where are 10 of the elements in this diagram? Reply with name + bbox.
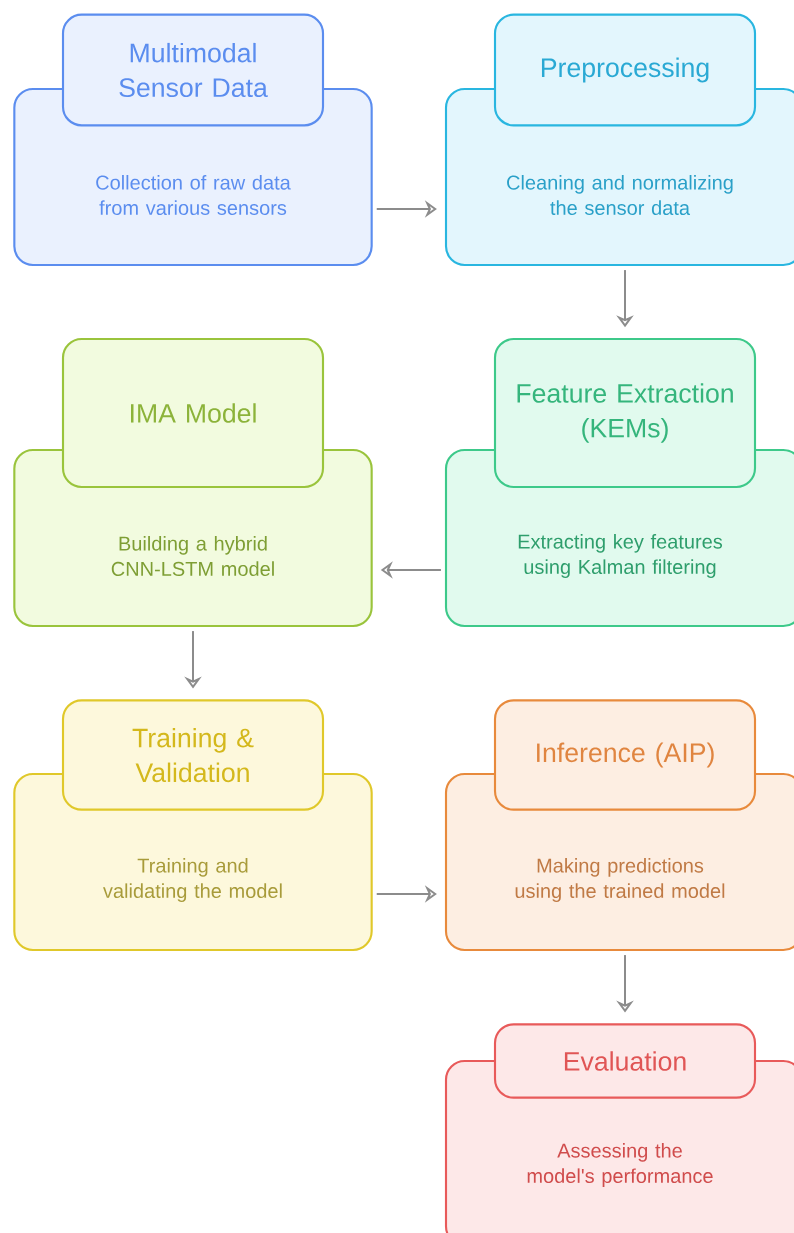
- title-tab: Inference (AIP): [493, 699, 757, 811]
- title-tab: Multimodal Sensor Data: [61, 13, 325, 127]
- title-tab: Training & Validation: [61, 699, 325, 811]
- title-tab: Preprocessing: [493, 13, 757, 127]
- node-label: Cleaning and normalizing the sensor data: [507, 175, 733, 216]
- title-tab: IMA Model: [61, 337, 325, 489]
- title-tab: Evaluation: [493, 1023, 757, 1099]
- node-label: Making predictions using the trained model: [515, 858, 725, 902]
- node-label: Extracting key features using Kalman filtering: [518, 534, 723, 578]
- title-tab: Feature Extraction (KEMs): [493, 337, 757, 489]
